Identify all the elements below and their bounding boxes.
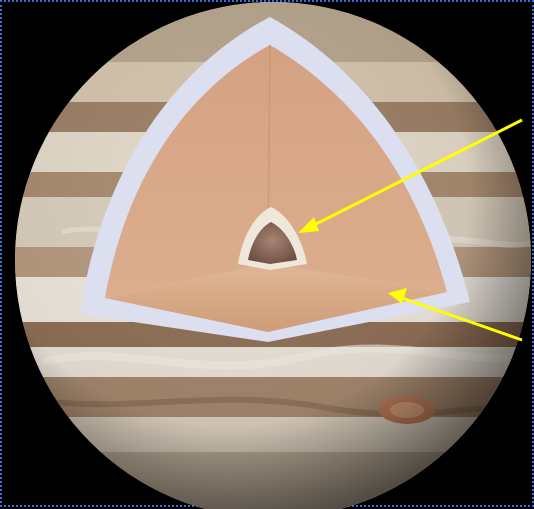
diagram-frame xyxy=(0,0,534,507)
jupiter-cutaway-diagram xyxy=(2,2,534,509)
